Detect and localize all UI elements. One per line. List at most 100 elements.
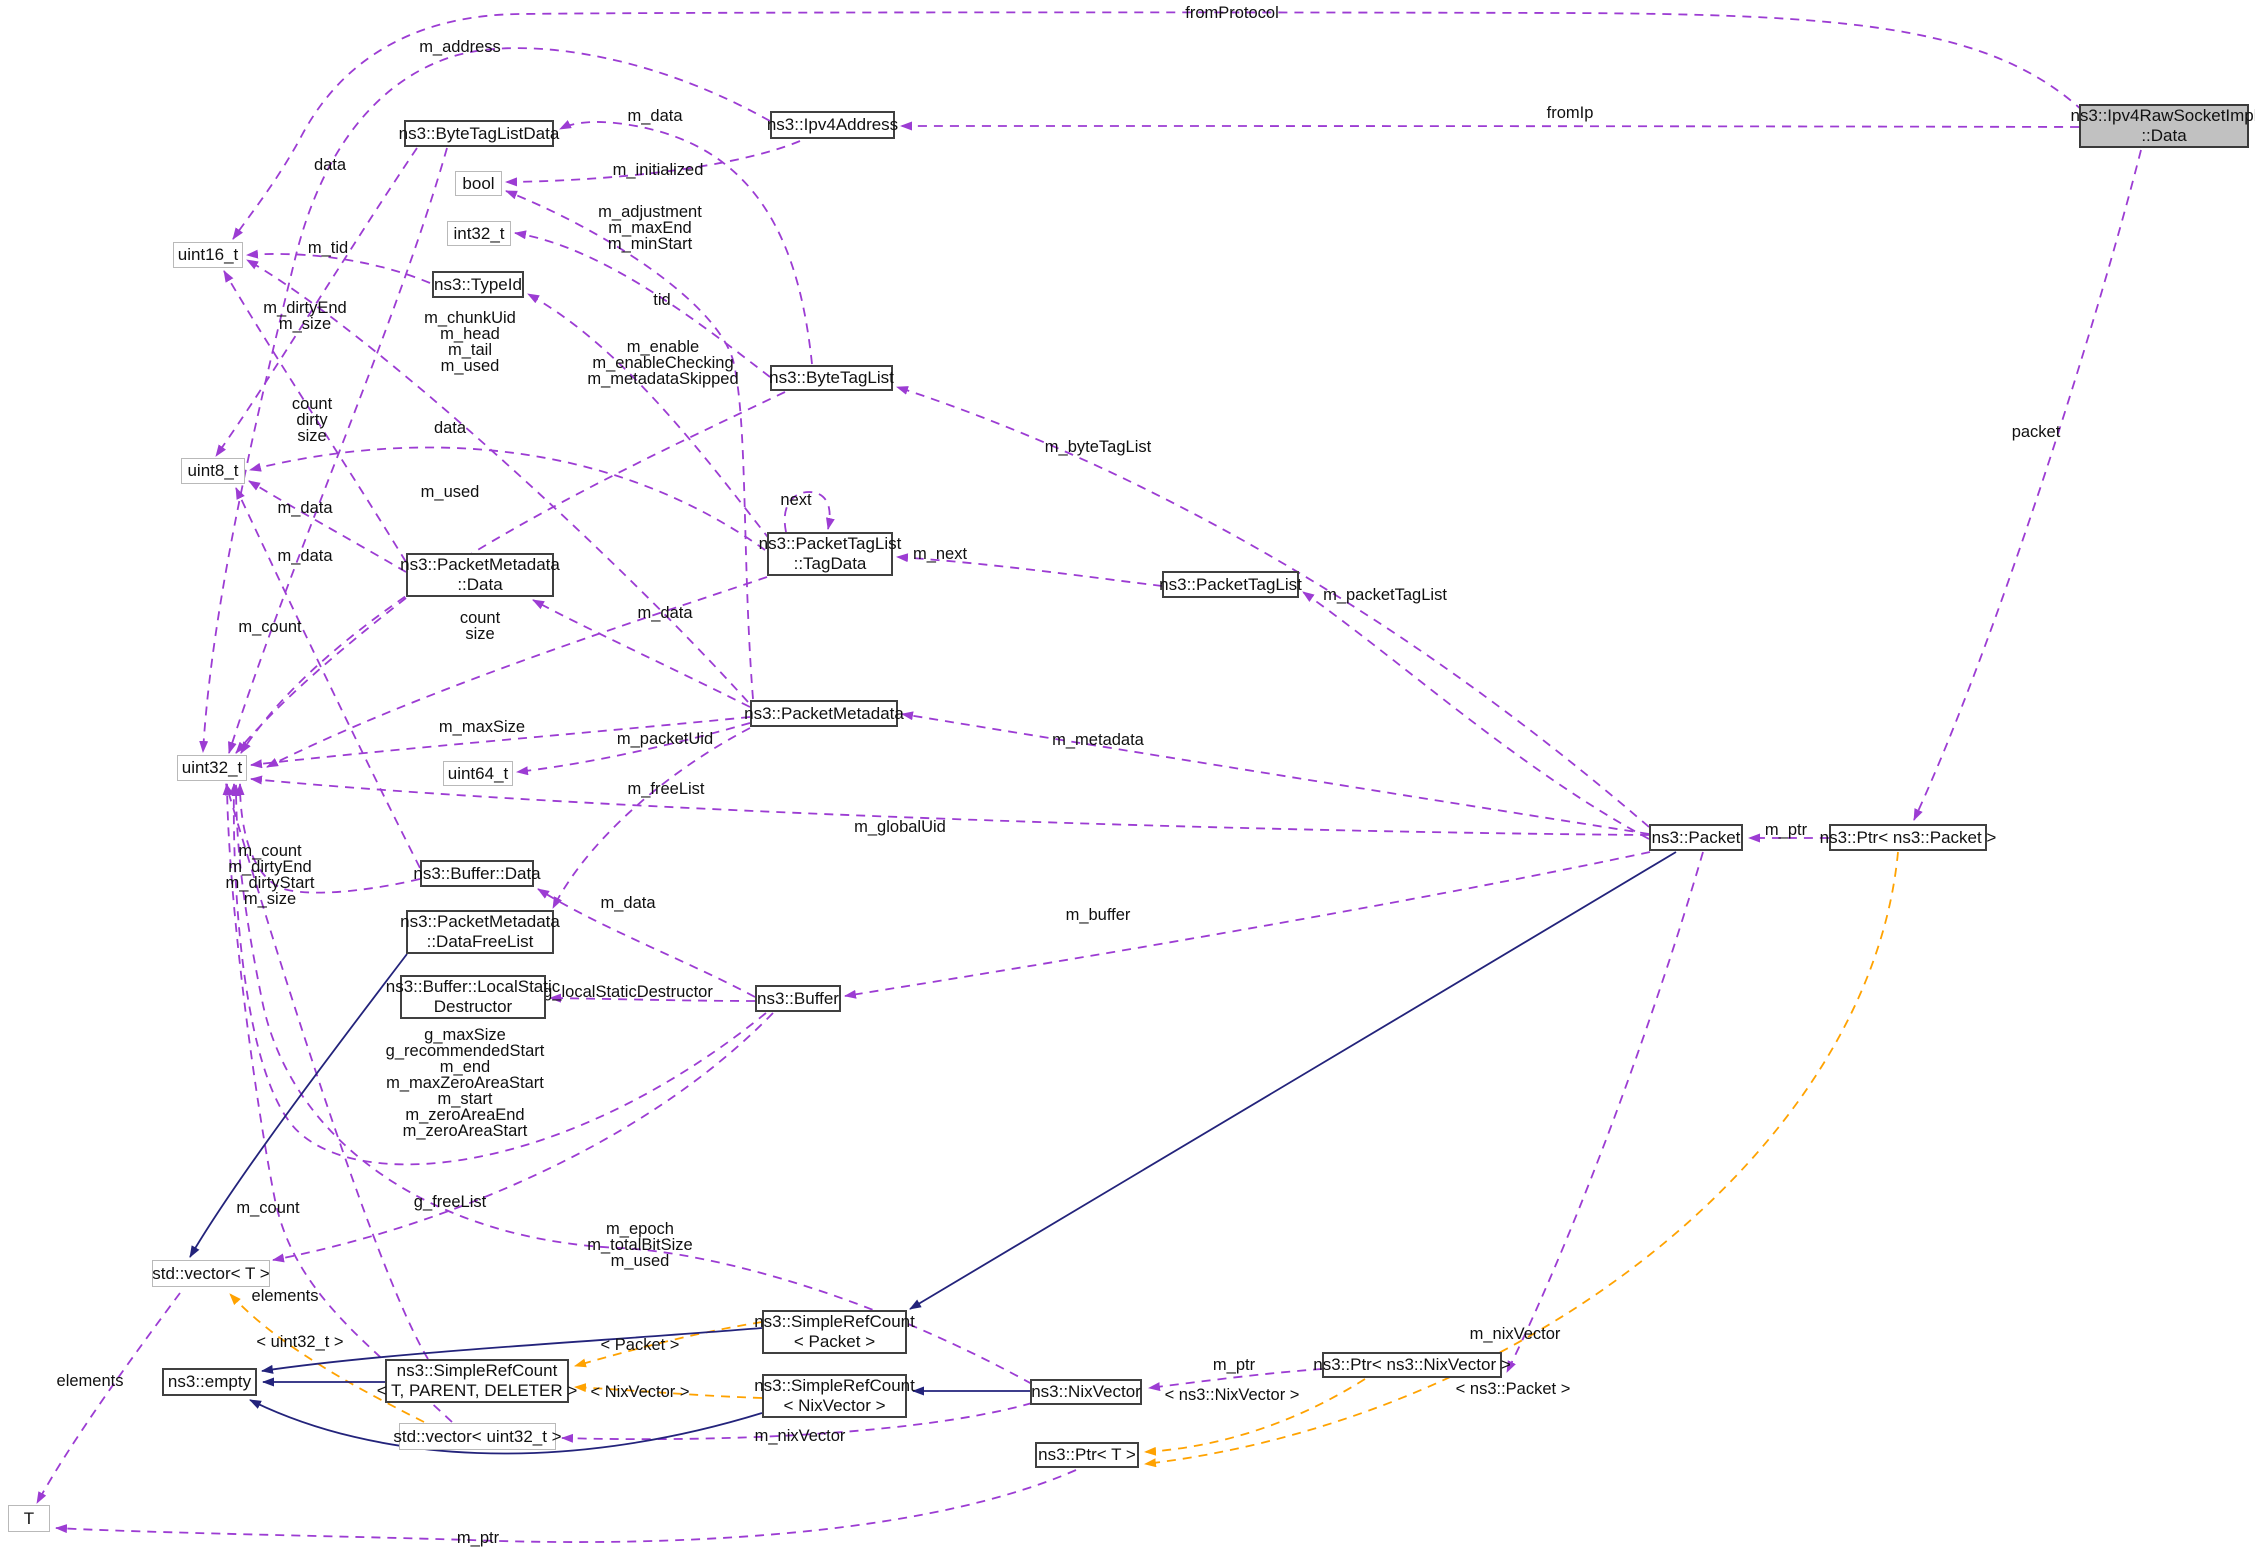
edge-label-m-data-btld: m_data [627,107,683,125]
edge-inherit-data-free-list [189,953,408,1258]
edge-tpl-packet [574,1321,763,1368]
node-packet-metadata-data[interactable]: ns3::PacketMetadata::Data [400,553,560,597]
edge-m-max-size [250,716,751,769]
edge-label-tpl-uint32: < uint32_t > [256,1333,344,1351]
node-buffer-data[interactable]: ns3::Buffer::Data [413,860,541,887]
node-label: ::Data [2141,126,2187,145]
edge-m-count-src [224,783,429,1360]
node-byte-tag-list-data[interactable]: ns3::ByteTagListData [399,120,559,147]
edge-label-m-next: m_next [912,545,968,563]
node-uint32-t: uint32_t [177,755,247,781]
node-type-id[interactable]: ns3::TypeId [432,271,524,298]
edge-label-m-count-src: m_count [236,1199,300,1217]
node-label: ns3::ByteTagList [769,368,894,387]
node-ipv4-raw-socket-impl-data: ns3::Ipv4RawSocketImpl::Data [2070,104,2255,148]
node-label: ns3::Buffer::LocalStatic [385,977,561,996]
node-label: < T, PARENT, DELETER > [376,1381,578,1400]
edge-m-data-u8-b [235,487,421,869]
node-nix-vector[interactable]: ns3::NixVector [1030,1379,1142,1405]
edge-label-m-count-pmd: m_count [238,618,302,636]
edge-label-m-used: m_used [420,483,480,501]
node-byte-tag-list[interactable]: ns3::ByteTagList [769,365,894,391]
edge-label-g-local-static-destructor: g_localStaticDestructor [543,983,713,1001]
node-label: ns3::Ipv4Address [766,115,899,134]
node-ipv4-address[interactable]: ns3::Ipv4Address [766,111,899,139]
edge-inherit-packet [909,851,1677,1310]
edge-m-ptr-nix [1148,1368,1323,1392]
edge-m-count-dirty-block [235,783,421,894]
node-packet[interactable]: ns3::Packet [1649,824,1743,851]
edge-label-data-1: data [313,156,347,174]
edge-label-next: next [780,491,812,509]
node-label: ns3::empty [167,1372,252,1391]
node-ptr-packet[interactable]: ns3::Ptr< ns3::Packet > [1820,824,1996,851]
edge-label-from-protocol: fromProtocol [1185,4,1279,22]
edge-label-tpl-nix-vector: < NixVector > [590,1383,690,1401]
node-simple-ref-count-nix-vector[interactable]: ns3::SimpleRefCount< NixVector > [754,1374,915,1418]
edge-m-data-btld [559,120,813,365]
edge-label-m-buffer: m_buffer [1065,906,1131,924]
edge-label-data-2: data [433,419,467,437]
edge-label-m-packet-tag-list: m_packetTagList [1323,586,1447,604]
edge-next-self-loop [783,491,835,533]
node-label: ns3::PacketTagList [1159,574,1302,594]
edge-label-m-address: m_address [419,38,501,56]
edge-g-local-static [549,993,756,1003]
edge-m-packet-uid [516,722,751,776]
node-label: ns3::Ptr< ns3::Packet > [1819,827,1997,847]
edge-label-m-data-pmd: m_data [637,604,693,622]
edge-m-address [199,47,771,753]
edge-label-m-packet-uid: m_packetUid [616,730,714,748]
edge-m-global-uid [250,775,1650,836]
node-label: Destructor [433,997,513,1016]
node-buffer[interactable]: ns3::Buffer [755,985,841,1012]
edge-m-buffer [844,851,1651,999]
edge-m-adjustment [514,230,771,378]
node-ns3-empty[interactable]: ns3::empty [162,1368,257,1396]
edge-label-m-metadata: m_metadata [1052,731,1144,749]
node-label: ns3::Ptr< T > [1038,1445,1136,1464]
node-label: ns3::SimpleRefCount [754,1312,915,1331]
node-ptr-t[interactable]: ns3::Ptr< T > [1035,1442,1139,1468]
node-bool: bool [455,171,502,196]
edge-m-data-bufd [537,888,756,998]
node-label: uint64_t [447,763,509,783]
edge-label-m-global-uid: m_globalUid [854,818,946,836]
node-uint8-t: uint8_t [181,458,245,484]
edge-label-m-free-list: m_freeList [627,780,705,798]
node-packet-metadata[interactable]: ns3::PacketMetadata [744,700,904,727]
edge-g-free-list [272,1012,774,1263]
node-ptr-nix-vector[interactable]: ns3::Ptr< ns3::NixVector > [1313,1352,1511,1378]
node-packet-metadata-data-free-list[interactable]: ns3::PacketMetadata::DataFreeList [400,910,560,954]
node-label: ns3::Buffer::Data [413,863,541,883]
edge-tpl-ns3-nix-vector [1144,1378,1366,1456]
node-simple-ref-count-packet[interactable]: ns3::SimpleRefCount< Packet > [754,1310,915,1354]
edge-label-m-data-u8-b: m_data [277,547,333,565]
node-label: T [23,1508,35,1528]
node-label: std::vector< T > [152,1263,270,1283]
node-packet-tag-list[interactable]: ns3::PacketTagList [1159,571,1302,598]
edge-label-elements-u32: elements [251,1287,319,1305]
edge-label-m-initialized: m_initialized [612,161,704,179]
edge-m-used-btl [240,391,786,754]
edge-inherit-src-nix [249,1399,763,1455]
edge-label-tid: tid [653,291,671,309]
node-uint16-t: uint16_t [173,242,243,268]
node-label: ::DataFreeList [426,932,534,951]
edge-m-chunkuid [246,259,749,703]
edge-m-data-u8-a [248,480,407,573]
edge-label-m-ptr-bot: m_ptr [456,1529,500,1547]
node-label: ::Data [457,575,503,594]
edge-label-packet-label: packet [2011,423,2061,441]
node-std-vector-uint32-t: std::vector< uint32_t > [393,1423,562,1450]
node-simple-ref-count-t[interactable]: ns3::SimpleRefCount< T, PARENT, DELETER … [377,1359,577,1403]
node-uint64-t: uint64_t [443,761,513,786]
node-packet-tag-list-tag-data[interactable]: ns3::PacketTagList::TagData [759,532,901,576]
